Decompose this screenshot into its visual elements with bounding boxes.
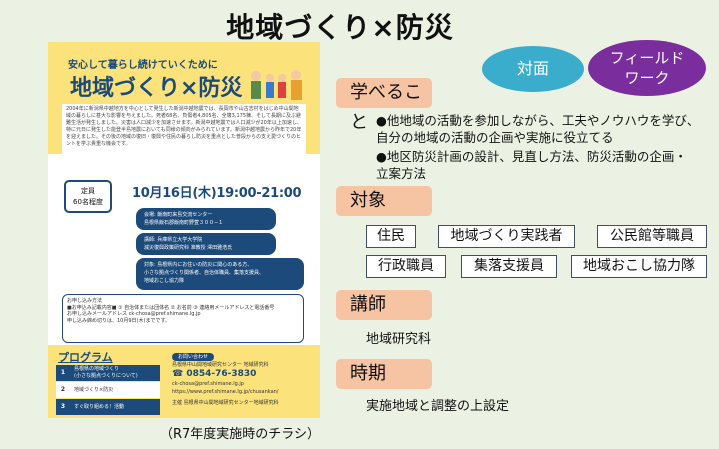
- in-person-badge: 対面: [482, 46, 584, 92]
- contact-label: お問い合わせ: [172, 353, 215, 361]
- contact-tel: ☎ 0854-76-3830: [172, 369, 257, 379]
- flyer-date: 10月16日(木)19:00-21:00: [132, 186, 302, 201]
- program-row: 3 すぐ取り組める！活動: [56, 399, 160, 415]
- flyer-lecturer: 講師: 兵庫県立大学大学院 減災復興政策研究科 准教授 澤田雅浩氏: [136, 233, 276, 255]
- program-row: 2 地域づくり×防災: [56, 382, 160, 398]
- flyer-subtitle: 安心して暮らし続けていくために: [68, 60, 218, 71]
- flyer-footer: プログラム 1 島根県の地域づくり (小さな拠点づくりについて) 2 地域づくり…: [48, 345, 320, 418]
- program-number: 2: [60, 386, 66, 393]
- learn-heading: 学べること: [336, 78, 432, 133]
- target-tag: 地域おこし協力隊: [571, 255, 707, 278]
- program-item: 島根県の地域づくり (小さな拠点づくりについて): [74, 366, 138, 379]
- flyer-image: 安心して暮らし続けていくために 地域づくり×防災 2004年に新潟県中越地方を中…: [48, 42, 320, 418]
- contact-org: 島根県中山間地域研究センター 地域研究科: [172, 362, 269, 368]
- flyer-venue: 会場: 飯南町来島交流センター 島根県飯石郡飯南町野萱３００−１: [136, 208, 276, 230]
- program-number: 1: [60, 369, 66, 376]
- flyer-intro: 2004年に新潟県中越地方を中心として発生した新潟中越地震では、長岡市や山古志村…: [62, 104, 306, 162]
- flyer-title: 地域づくり×防災: [70, 76, 243, 101]
- learn-bullet: ●地区防災計画の設計、見直し方法、防災活動の企画・ 立案方法: [376, 149, 687, 181]
- target-tag: 地域づくり実践者: [438, 225, 575, 248]
- program-row: 1 島根県の地域づくり (小さな拠点づくりについて): [56, 365, 160, 381]
- flyer-host: 主催 島根県中山間地域研究センター地域研究科: [172, 400, 279, 406]
- fieldwork-badge: フィールド ワーク: [588, 40, 706, 96]
- target-heading: 対象: [336, 186, 432, 216]
- flyer-capacity: 定員 60名程度: [64, 180, 112, 213]
- timing-heading: 時期: [336, 359, 432, 389]
- target-tag: 行政職員: [366, 255, 446, 278]
- flyer-apply: お申し込み方法 ■お申込み記載内容■ ① 自治体または団体名 ② お名前 ③ 連…: [62, 294, 304, 343]
- contact-url: https://www.pref.shimane.lg.jp/chusankan…: [172, 389, 279, 395]
- program-number: 3: [60, 403, 66, 410]
- people-illustration-icon: [251, 70, 302, 100]
- lecturer-heading: 講師: [336, 290, 432, 320]
- flyer-caption: （R7年度実施時のチラシ）: [160, 427, 321, 442]
- program-item: すぐ取り組める！活動: [74, 404, 125, 410]
- learn-bullet: ●他地域の活動を参加しながら、工夫やノウハウを学び、 自分の地域の活動の企画や実…: [376, 113, 700, 145]
- lecturer-text: 地域研究科: [366, 332, 432, 347]
- timing-text: 実施地域と調整の上設定: [366, 399, 510, 414]
- target-tag: 公民館等職員: [597, 225, 707, 248]
- flyer-program-title: プログラム: [58, 351, 113, 364]
- flyer-contact: お問い合わせ 島根県中山間地域研究センター 地域研究科 ☎ 0854-76-38…: [172, 353, 312, 407]
- target-tag: 集落支援員: [461, 255, 557, 278]
- flyer-audience: 対象: 島根県内にお住いの防災に関心のある方、 小さな拠点づくり関係者、自治体職…: [136, 258, 304, 290]
- page-title: 地域づくり×防災: [226, 11, 454, 44]
- contact-email: ck-chosa@pref.shimane.lg.jp: [172, 381, 244, 387]
- program-item: 地域づくり×防災: [74, 387, 114, 393]
- target-tag: 住民: [366, 225, 416, 248]
